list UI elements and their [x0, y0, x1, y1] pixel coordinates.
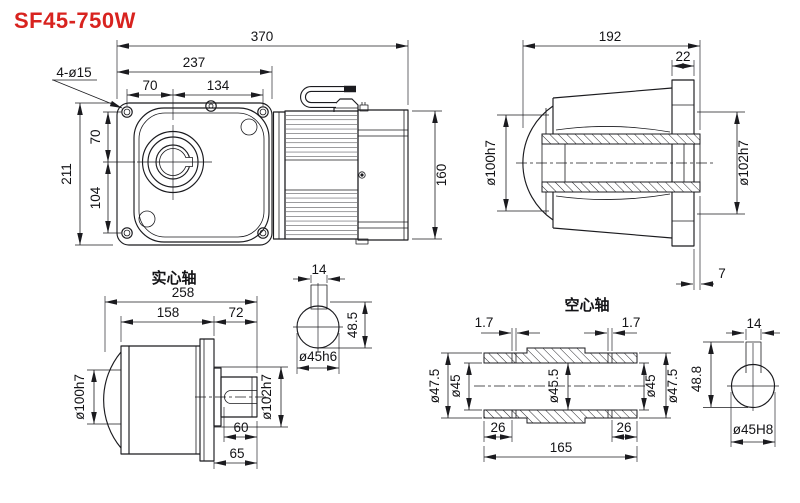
dim-7: 7	[718, 266, 726, 281]
output-view-dimensions: 192 22 ø100h7 ø102h7 7	[483, 29, 751, 290]
dim-47-5-left: ø47.5	[427, 369, 442, 404]
fan-cover	[357, 109, 409, 241]
hollow-shaft-wall	[483, 409, 638, 424]
center-marks	[727, 343, 779, 411]
connector	[359, 104, 369, 112]
gear-housing-cone	[552, 87, 673, 239]
solid-shaft-dimensions: 实心轴 258 158 72 ø100h7 ø102h7 60 65	[72, 269, 288, 469]
dim-70-vertical: 70	[88, 129, 103, 144]
front-view-dimensions: 370 237 70 134 4-ø15 211 70 104 160	[52, 29, 449, 246]
drain-plug	[355, 238, 369, 245]
dim-60: 60	[233, 420, 248, 435]
gearbox-housing-inner	[138, 112, 265, 238]
dim-14-hollow: 14	[746, 316, 762, 331]
dim-370: 370	[251, 29, 274, 44]
screw-dot	[358, 171, 366, 179]
dim-70-horizontal: 70	[142, 78, 157, 93]
hollow-shaft-wall	[541, 181, 701, 193]
gearbox-output-view	[516, 79, 716, 247]
hollow-shaft-view	[474, 347, 648, 424]
top-lug	[205, 100, 217, 112]
dim-45-5: ø45.5	[546, 369, 561, 404]
dim-100h7-solid: ø100h7	[72, 374, 87, 420]
dim-160: 160	[434, 164, 449, 187]
dim-134: 134	[207, 78, 230, 93]
solid-shaft-section: 14 48.5 ø45h6	[293, 262, 372, 374]
hollow-shaft-section: 14 48.8 ø45H8	[689, 316, 780, 447]
keyway-slot	[745, 341, 762, 373]
dim-72: 72	[228, 305, 243, 320]
hollow-shaft-dimensions: 空心轴 1.7 1.7 ø47.5 ø45 ø45.5 ø45 ø47.5 26…	[427, 296, 680, 462]
key	[310, 284, 328, 310]
dim-26-right: 26	[616, 420, 631, 435]
cooling-fins	[286, 191, 357, 238]
cooling-fins	[286, 112, 357, 159]
dim-237: 237	[183, 55, 206, 70]
extension-lines	[75, 40, 442, 246]
dim-45H8: ø45H8	[733, 422, 774, 437]
motor-body	[272, 109, 409, 245]
dim-26-left: 26	[490, 420, 505, 435]
extension-lines	[296, 275, 372, 374]
corner-bolt-holes	[121, 106, 269, 239]
extension-lines	[497, 40, 745, 290]
dim-14-solid: 14	[311, 262, 327, 277]
dim-1-7-left: 1.7	[475, 315, 494, 330]
dim-45h6: ø45h6	[299, 349, 337, 364]
dim-45-right: ø45	[643, 374, 658, 397]
output-bore	[137, 125, 212, 200]
solid-shaft-view	[103, 338, 266, 462]
gearbox-housing	[133, 107, 270, 243]
dim-100h7-output: ø100h7	[483, 140, 498, 186]
casting-relief	[240, 118, 258, 136]
mounting-plate	[116, 102, 273, 246]
output-flange	[199, 338, 215, 462]
gearbox-front-view	[116, 85, 409, 246]
drawing-title: SF45-750W	[14, 8, 136, 33]
dim-158: 158	[157, 305, 180, 320]
dim-165: 165	[550, 440, 573, 455]
dim-65: 65	[229, 446, 244, 461]
extension-lines	[87, 296, 288, 469]
dim-48-5: 48.5	[345, 312, 360, 338]
dim-258: 258	[172, 285, 195, 300]
hollow-shaft-wall	[483, 347, 638, 364]
center-marks	[137, 125, 212, 200]
dim-211: 211	[59, 163, 74, 185]
dim-102h7-output: ø102h7	[736, 140, 751, 186]
snap-ring-grooves	[511, 353, 613, 418]
extension-lines	[703, 329, 776, 447]
casting-relief	[138, 210, 156, 228]
dim-47-5-right: ø47.5	[665, 369, 680, 404]
dim-48-8: 48.8	[689, 366, 704, 392]
center-marks	[293, 283, 343, 352]
dim-192: 192	[599, 29, 622, 44]
dim-102h7-solid: ø102h7	[259, 374, 274, 420]
solid-shaft-title: 实心轴	[151, 269, 196, 287]
dim-22: 22	[675, 49, 690, 64]
terminal-box	[333, 98, 369, 112]
leader-line	[52, 79, 123, 109]
hollow-shaft-title: 空心轴	[564, 296, 609, 314]
hollow-shaft-wall	[541, 133, 701, 145]
casting-curves	[555, 126, 671, 200]
housing-dome	[103, 351, 122, 449]
power-cable	[300, 85, 356, 108]
label-corner-holes: 4-ø15	[56, 65, 91, 80]
dim-45-left: ø45	[448, 374, 463, 397]
dim-1-7-right: 1.7	[622, 315, 641, 330]
dim-104: 104	[88, 186, 103, 209]
